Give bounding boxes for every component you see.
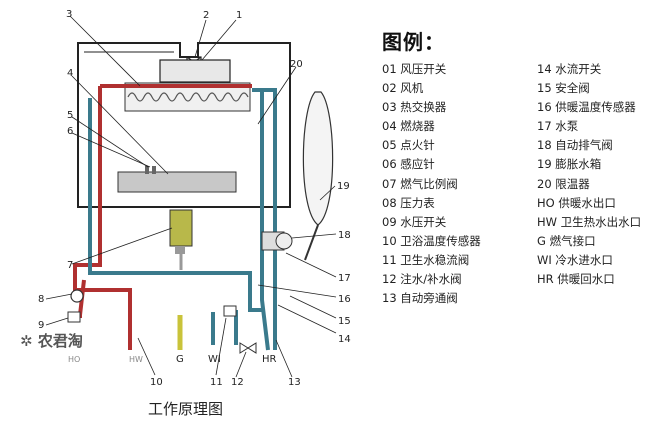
callout-12: 12	[231, 377, 244, 388]
expansion-vessel	[302, 91, 334, 261]
callout-18: 18	[338, 230, 351, 241]
legend-column-2: 14 水流开关 15 安全阀 16 供暖温度传感器 17 水泵 18 自动排气阀…	[537, 60, 641, 289]
callout-17: 17	[338, 273, 351, 284]
callout-4: 4	[67, 68, 73, 79]
legend-item: 05 点火针	[382, 138, 435, 153]
legend-item: 02 风机	[382, 81, 424, 96]
watermark-text: 农君淘	[37, 332, 83, 350]
callout-6: 6	[67, 126, 73, 137]
callout-15: 15	[338, 316, 351, 327]
pipe-label-hw: HW	[129, 355, 143, 364]
callout-19: 19	[337, 181, 350, 192]
legend-item: 07 燃气比例阀	[382, 176, 458, 191]
callout-5: 5	[67, 110, 73, 121]
legend-title: 图例：	[382, 30, 445, 54]
burner	[117, 166, 237, 193]
legend-item: 18 自动排气阀	[537, 138, 613, 153]
callout-11: 11	[210, 377, 223, 388]
legend-item: 20 限温器	[537, 176, 590, 191]
callout-16: 16	[338, 294, 351, 305]
legend-item: 19 膨胀水箱	[537, 157, 602, 172]
watermark-icon: ✲	[20, 332, 33, 350]
pump	[261, 231, 293, 251]
pipe-labels: HO HW G WI HR	[68, 354, 277, 365]
callout-13: 13	[288, 377, 301, 388]
legend-item: 11 卫生水稳流阀	[382, 252, 470, 267]
gas-proportional-valve	[169, 209, 193, 254]
legend-item: 09 水压开关	[382, 214, 447, 229]
legend-item: 14 水流开关	[537, 62, 602, 76]
callout-1: 1	[236, 10, 242, 21]
legend-item: 06 感应针	[382, 157, 435, 172]
legend-item: 17 水泵	[537, 119, 579, 134]
flow-regulator	[223, 305, 237, 317]
callout-numbers: 1 2 3 4 5 6 7 8 9 10 11 12 13 14 15 16 1…	[38, 9, 351, 388]
boiler-casing	[77, 42, 291, 208]
fan	[159, 56, 231, 83]
water-pressure-switch	[67, 311, 81, 323]
legend-item: 03 热交换器	[382, 100, 447, 115]
pipe-label-wi: WI	[208, 354, 221, 365]
pipe-label-ho: HO	[68, 355, 80, 364]
legend-item: WI 冷水进水口	[537, 252, 613, 267]
legend-column-1: 01 风压开关 02 风机 03 热交换器 04 燃烧器 05 点火针 06 感…	[382, 60, 481, 308]
callout-2: 2	[203, 10, 209, 21]
watermark-logo: ✲ 农君淘	[20, 330, 83, 351]
legend-item: HO 供暖水出口	[537, 195, 616, 210]
return-pipes	[88, 88, 277, 351]
callout-14: 14	[338, 334, 351, 345]
legend-item: 13 自动旁通阀	[382, 291, 458, 306]
legend-item: G 燃气接口	[537, 233, 596, 248]
callout-3: 3	[66, 9, 72, 20]
fill-valve	[239, 342, 257, 354]
legend-item: 16 供暖温度传感器	[537, 100, 636, 115]
legend-item: 15 安全阀	[537, 81, 590, 96]
pipe-label-hr: HR	[262, 354, 277, 365]
pipe-label-g: G	[176, 354, 184, 365]
legend-item: 12 注水/补水阀	[382, 272, 462, 287]
leader-lines	[45, 15, 337, 378]
legend-item: 01 风压开关	[382, 62, 447, 76]
legend-item: 10 卫浴温度传感器	[382, 233, 481, 248]
legend-item: 04 燃烧器	[382, 119, 435, 134]
callout-9: 9	[38, 320, 44, 331]
callout-20: 20	[290, 59, 303, 70]
diagram-caption: 工作原理图	[148, 400, 224, 418]
legend-item: HW 卫生热水出水口	[537, 214, 642, 229]
callout-10: 10	[150, 377, 163, 388]
callout-8: 8	[38, 294, 44, 305]
pressure-gauge	[70, 289, 84, 303]
callout-7: 7	[67, 260, 73, 271]
legend-item: 08 压力表	[382, 195, 435, 210]
legend-item: HR 供暖回水口	[537, 272, 615, 287]
